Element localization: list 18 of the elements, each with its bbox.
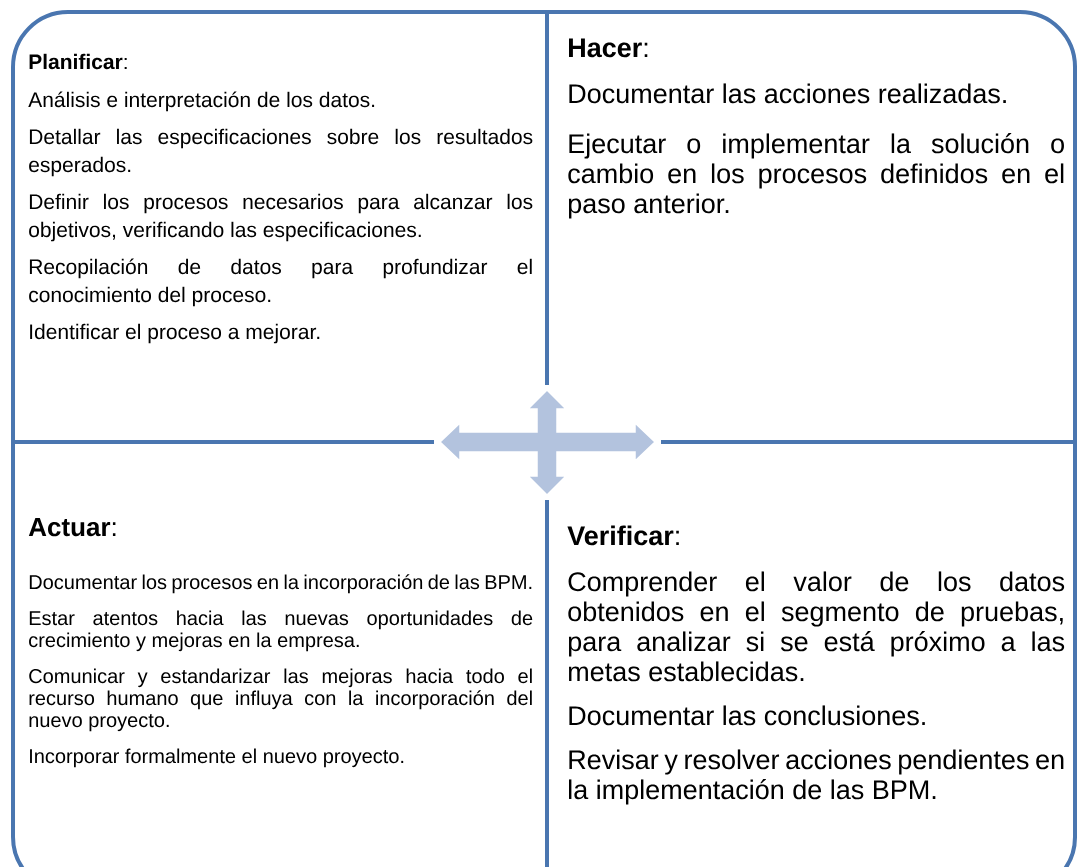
paragraph-text: Análisis e interpretación de los datos. (28, 91, 375, 112)
paragraph-text: Ejecutar o implementar la solución o cambio en los procesos definidos en el paso anterior. (568, 133, 1064, 219)
section-heading: Hacer: (569, 38, 648, 58)
paragraph-text: Definir los procesos necesarios para alcanzar los objetivos, verificando las especificaciones. (29, 193, 533, 242)
paragraph-text: Estar atentos hacia las nuevas oportunidades de crecimiento y mejoras en la empresa. (29, 610, 533, 652)
section-heading: Verificar: (567, 525, 679, 546)
paragraph-text: Documentar las acciones realizadas. (569, 83, 1006, 104)
section-heading: Actuar: (28, 518, 116, 537)
paragraph-text: Documentar los procesos en la incorporación de las BPM. (29, 574, 532, 594)
paragraph-text: Revisar y resolver acciones pendientes en la implementación de las BPM. (569, 749, 1064, 805)
paragraph-text: Comprender el valor de los datos obtenidos en el segmento de pruebas, para analizar si se está próximo a las metas establecidas. (568, 571, 1065, 682)
paragraph-text: Documentar las conclusiones. (569, 705, 925, 726)
paragraph-text: Identificar el proceso a mejorar. (30, 323, 320, 344)
paragraph-text: Comunicar y estandarizar las mejoras hacia todo el recurso humano que influya con la incorporación del nuevo proyecto. (29, 668, 532, 732)
paragraph-text: Detallar las especificaciones sobre los resultados esperados. (29, 128, 533, 177)
paragraph-text: Incorporar formalmente el nuevo proyecto. (30, 748, 404, 768)
paragraph-text: Recopilación de datos para profundizar el conocimiento del proceso. (29, 258, 532, 307)
section-heading: Planificar: (29, 53, 127, 70)
